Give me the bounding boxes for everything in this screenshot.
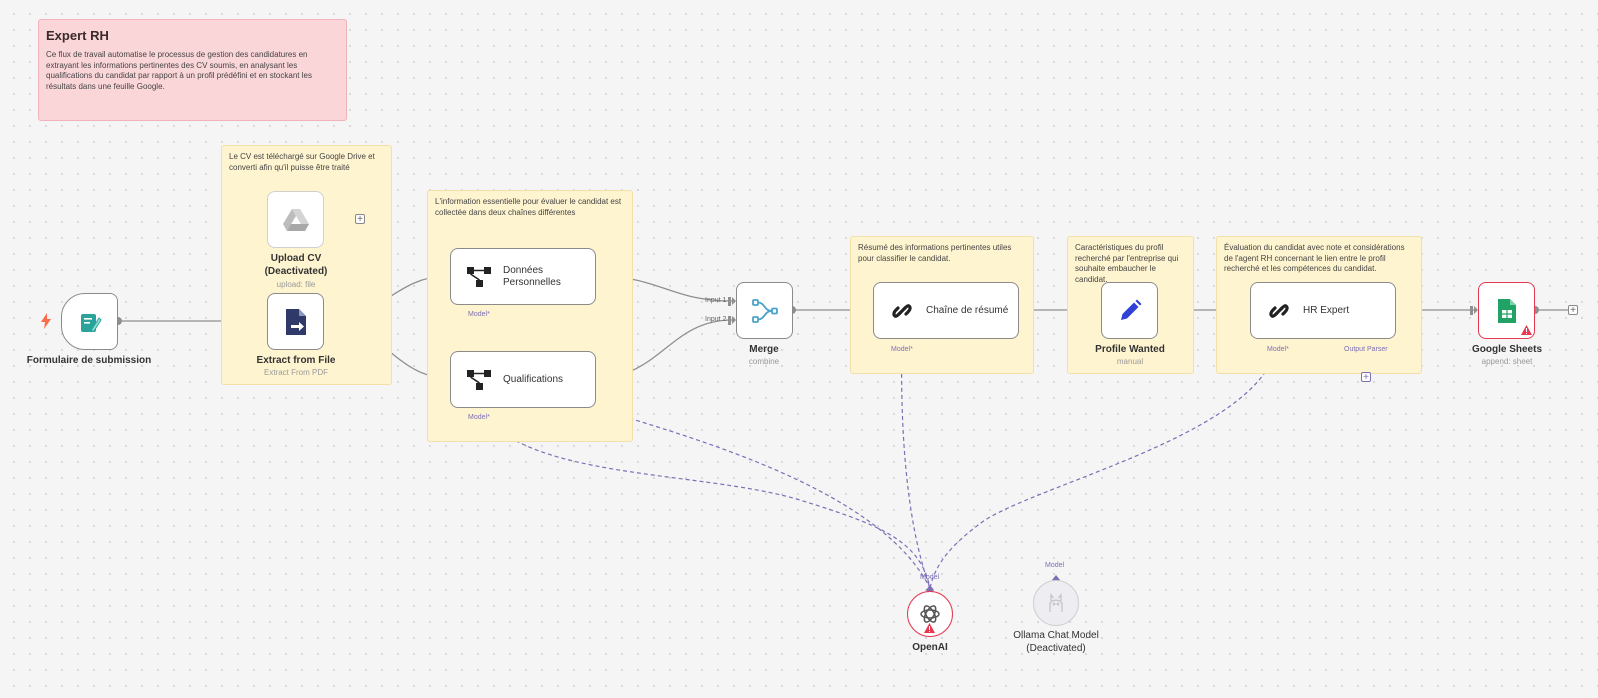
workflow-description: Ce flux de travail automatise le process…	[46, 50, 312, 91]
node-upload-subtitle: upload: file	[276, 280, 316, 289]
warning-icon	[924, 623, 935, 633]
sticky-profile-text: Caractéristiques du profil recherché par…	[1075, 243, 1179, 284]
node-upload-label: Upload CV (Deactivated)	[265, 252, 328, 278]
node-sheets-label: Google Sheets	[1471, 344, 1543, 355]
node-profile-label: Profile Wanted	[1095, 344, 1165, 355]
workflow-title: Expert RH	[46, 28, 109, 43]
model-link-qualifications-2	[595, 407, 931, 589]
merge-input-2-label: Input 2	[705, 316, 727, 323]
link-chain-icon	[892, 303, 912, 318]
warning-icon	[1521, 325, 1532, 335]
node-ollama-name: Ollama Chat Model	[1013, 630, 1099, 641]
form-icon	[80, 313, 102, 332]
google-drive-icon	[282, 208, 309, 231]
model-link-hr	[929, 338, 1279, 589]
node-merge-label: Merge	[749, 344, 779, 355]
node-extract-from-file[interactable]	[267, 293, 324, 350]
openai-model-handle[interactable]: Model	[920, 574, 940, 581]
node-form-label: Formulaire de submission	[26, 355, 152, 366]
sticky-summary-text: Résumé des informations pertinentes util…	[858, 243, 1012, 263]
node-profile-subtitle: manual	[1116, 357, 1144, 366]
hr-output-parser-handle[interactable]: Output Parser	[1344, 346, 1388, 353]
google-sheets-icon	[1497, 298, 1516, 323]
node-ollama-chat-model[interactable]	[1033, 580, 1079, 626]
node-openai-label: OpenAI	[912, 642, 948, 653]
node-openai[interactable]	[907, 591, 953, 637]
add-node-after-upload-button[interactable]: +	[355, 214, 365, 225]
chain-structure-icon	[467, 369, 491, 390]
chaine-model-handle[interactable]: Model*	[891, 346, 913, 353]
node-upload-cv[interactable]	[267, 191, 324, 248]
add-output-parser-button[interactable]: +	[1361, 372, 1371, 383]
node-chaine-de-resume[interactable]: Chaîne de résumé	[873, 282, 1019, 339]
sticky-note-main[interactable]: Expert RH Ce flux de travail automatise …	[38, 19, 347, 121]
node-upload-deactivated: (Deactivated)	[264, 266, 328, 277]
add-node-after-sheets-button[interactable]: +	[1568, 305, 1578, 316]
trigger-bolt-icon	[41, 313, 51, 329]
node-donnees-line1: Données	[503, 264, 544, 276]
node-donnees-label: Données Personnelles	[503, 265, 561, 289]
qualifications-model-handle[interactable]: Model*	[468, 414, 490, 421]
ollama-model-handle[interactable]: Model	[1045, 562, 1065, 569]
donnees-model-handle[interactable]: Model*	[468, 311, 490, 318]
sticky-upload-text: Le CV est téléchargé sur Google Drive et…	[229, 152, 375, 172]
node-extract-label: Extract from File	[256, 355, 336, 366]
node-ollama-deactivated: (Deactivated)	[1026, 643, 1086, 654]
node-merge[interactable]	[736, 282, 793, 339]
merge-input-1-label: Input 1	[705, 297, 727, 304]
extract-file-icon	[285, 308, 306, 335]
hr-model-handle[interactable]: Model*	[1267, 346, 1289, 353]
node-google-sheets[interactable]	[1478, 282, 1535, 339]
node-qualifications-label: Qualifications	[503, 373, 564, 385]
node-chaine-label: Chaîne de résumé	[926, 304, 1009, 316]
node-hr-label: HR Expert	[1303, 304, 1350, 316]
ollama-icon	[1049, 593, 1063, 612]
node-upload-name: Upload CV	[270, 253, 322, 264]
sticky-evaluation-text: Évaluation du candidat avec note et cons…	[1224, 243, 1405, 273]
node-qualifications[interactable]: Qualifications	[450, 351, 596, 408]
sticky-extract-text: L'information essentielle pour évaluer l…	[435, 197, 622, 217]
node-merge-subtitle: combine	[748, 357, 780, 366]
node-donnees-personnelles[interactable]: Données Personnelles	[450, 248, 596, 305]
node-ollama-label: Ollama Chat Model (Deactivated)	[1013, 629, 1099, 655]
node-donnees-line2: Personnelles	[503, 276, 561, 288]
node-form-submission[interactable]	[61, 293, 118, 350]
node-sheets-subtitle: append: sheet	[1481, 357, 1533, 366]
openai-icon	[920, 605, 940, 623]
node-hr-expert[interactable]: HR Expert	[1250, 282, 1396, 339]
model-link-chaine	[901, 338, 931, 589]
node-profile-wanted[interactable]	[1101, 282, 1158, 339]
chain-structure-icon	[467, 266, 491, 287]
link-chain-icon	[1269, 303, 1289, 318]
pencil-icon	[1120, 299, 1141, 320]
node-extract-subtitle: Extract From PDF	[263, 368, 329, 377]
merge-icon	[751, 298, 778, 323]
